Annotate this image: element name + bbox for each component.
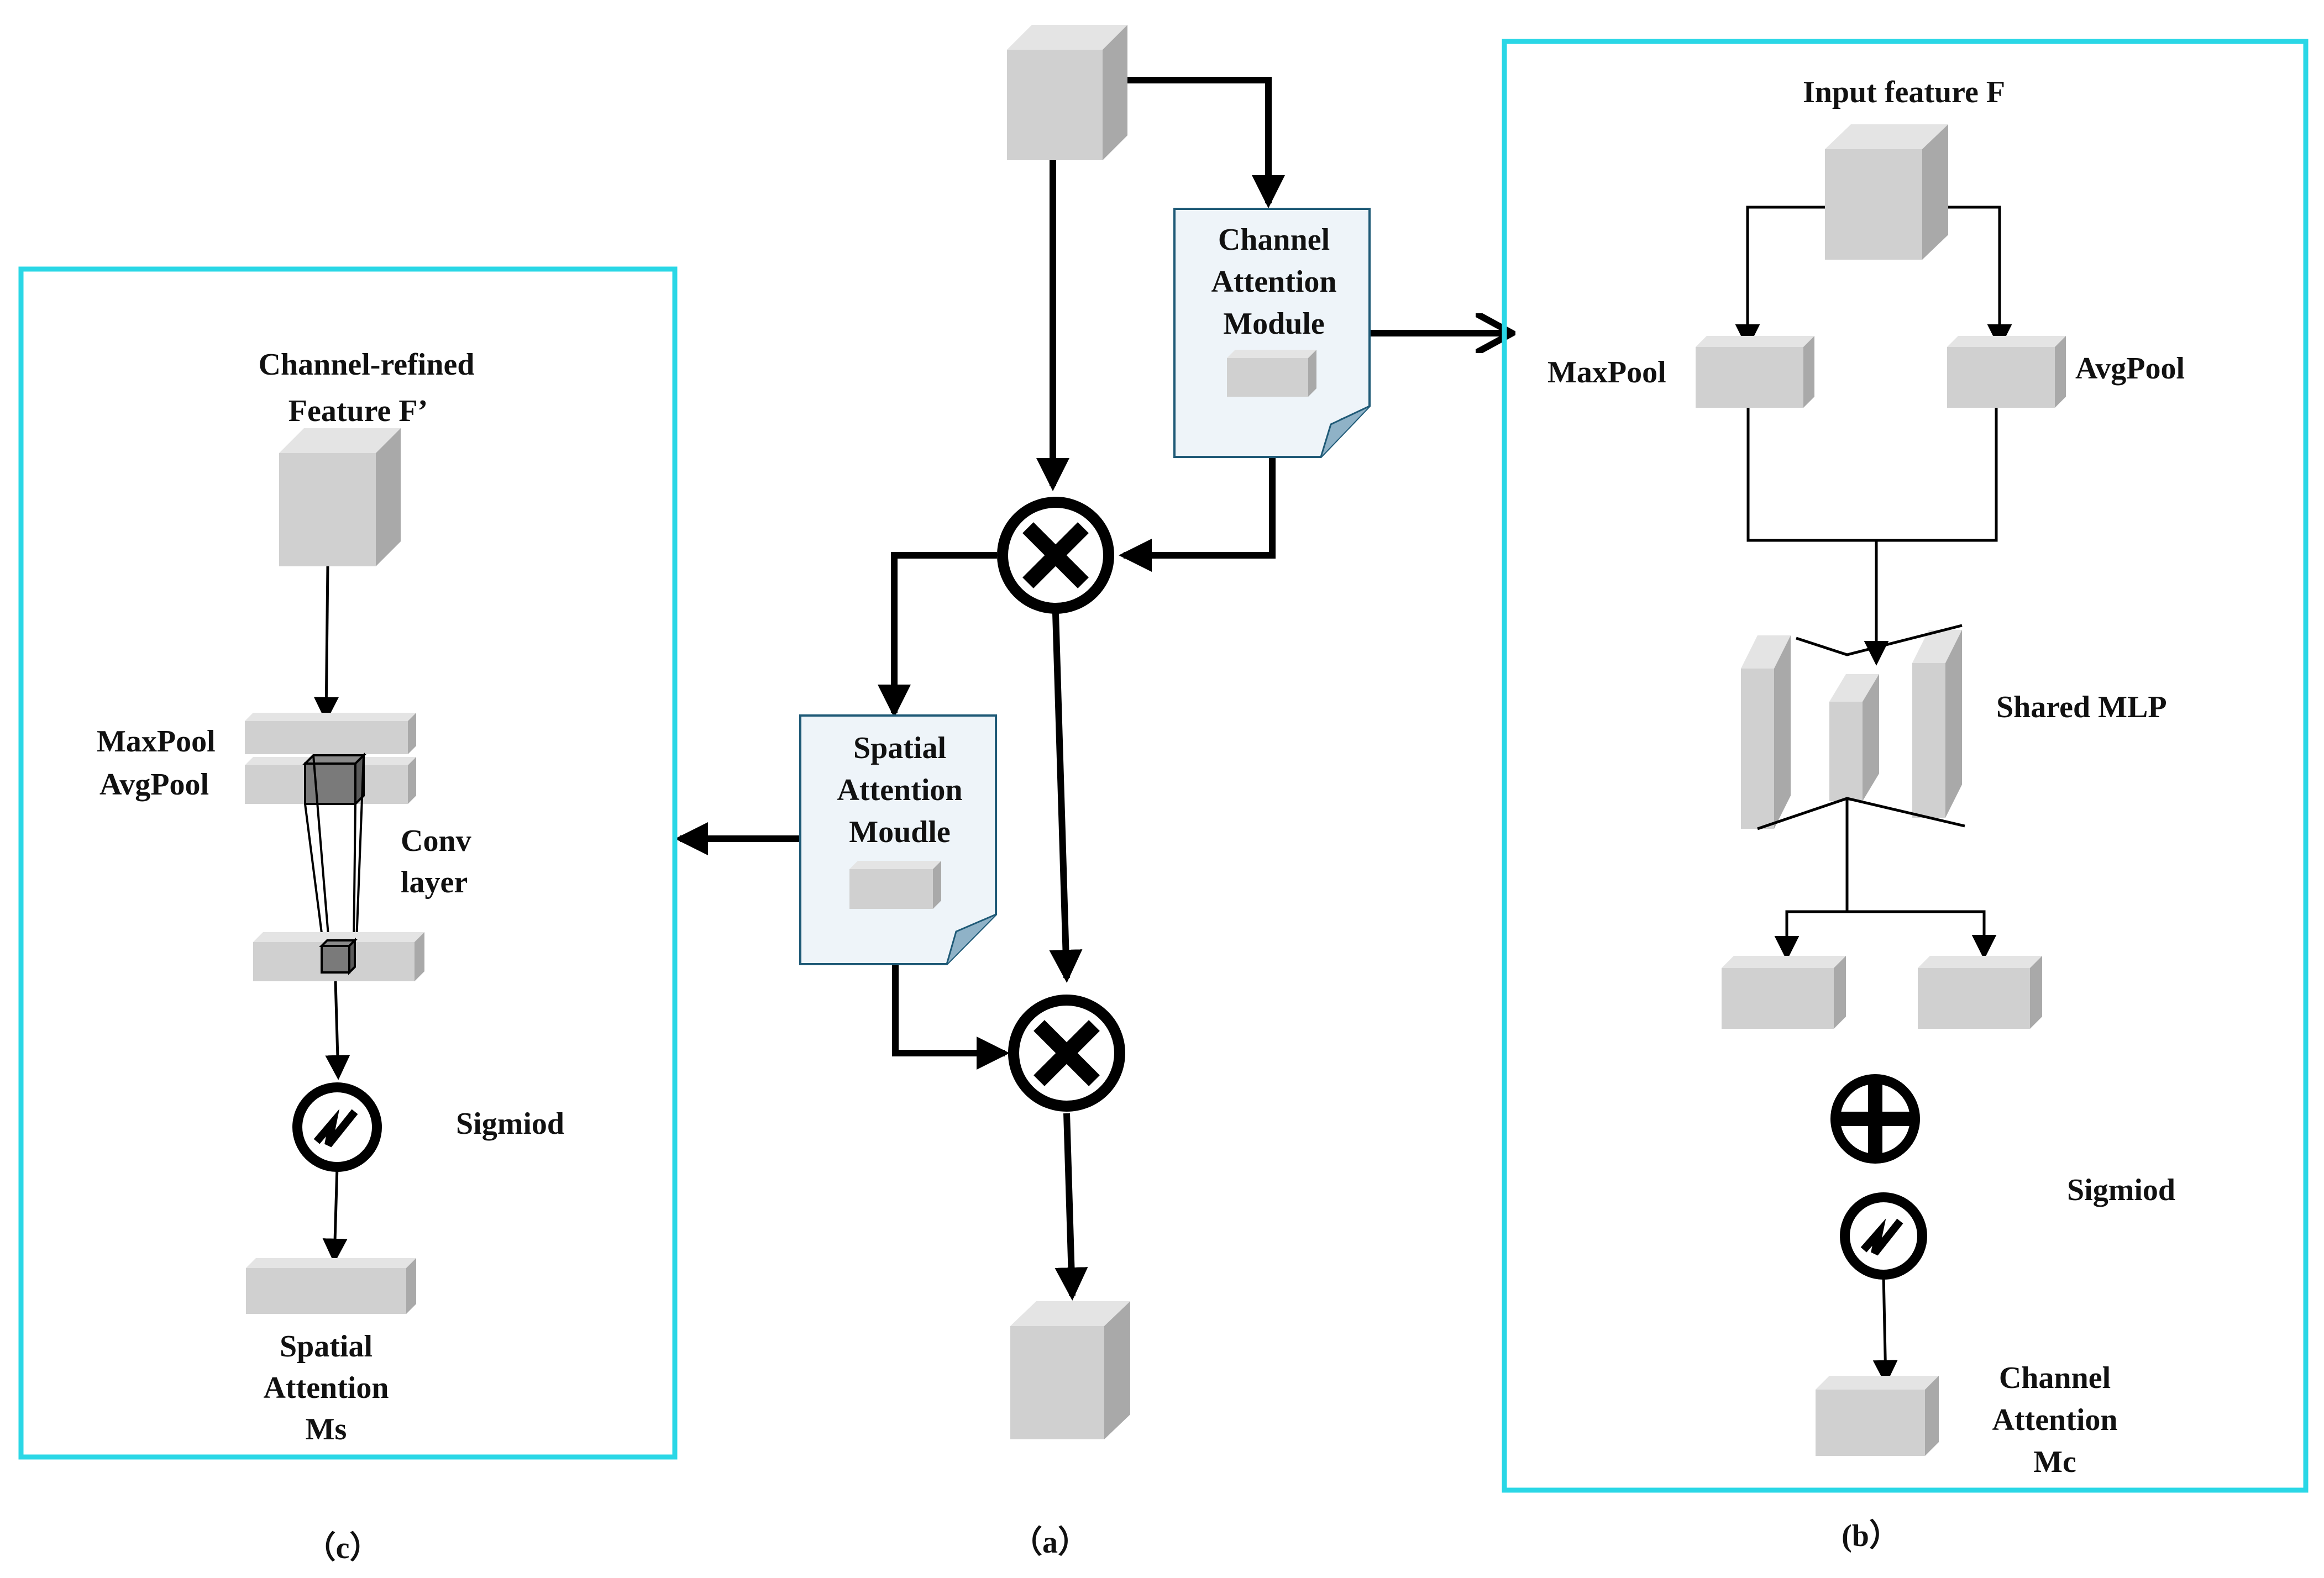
arrow-to-spatial-attention — [322, 1166, 348, 1264]
avgpool-label: AvgPool — [2075, 351, 2185, 386]
input-feature-label: Input feature F — [1803, 75, 2005, 109]
shared-mlp-label: Shared MLP — [1996, 690, 2167, 724]
arrow-to-maxpool — [1735, 206, 1825, 349]
mlp-split-line — [1785, 910, 1986, 959]
maxpool-label-c: MaxPool — [97, 724, 216, 759]
panel-a: Channel Attention Module Spatial Attenti… — [675, 25, 1509, 1560]
refined-feature-block — [279, 428, 401, 566]
channel-attention-line-1: Channel — [1999, 1361, 2111, 1395]
panel-b: Input feature F MaxPool AvgPool — [1502, 39, 2309, 1553]
arrow-multiply-to-multiply — [1049, 613, 1083, 983]
arrow-input-to-channel-module — [1127, 77, 1285, 208]
maxpool-block — [1696, 336, 1814, 408]
channel-module-line-1: Channel — [1218, 223, 1330, 257]
conv-layer-line-2: layer — [401, 865, 468, 900]
mlp-output-right-block — [1918, 956, 2042, 1029]
spatial-module-feature-block — [849, 861, 941, 909]
arrow-to-avgpool — [1948, 206, 2012, 349]
sigmoid-label-c: Sigmiod — [456, 1107, 564, 1141]
mlp-output-left-block — [1722, 956, 1846, 1029]
arrow-multiply-to-output — [1055, 1113, 1088, 1301]
arrow-to-pool-layers — [313, 566, 339, 722]
panel-c-frame — [18, 266, 678, 1460]
panel-b-frame — [1502, 39, 2309, 1493]
sigmoid-icon — [1840, 1192, 1927, 1280]
spatial-module-line-1: Spatial — [853, 731, 946, 765]
conv-layer-line-1: Conv — [401, 824, 471, 858]
arrow-multiply-to-spatial-module — [878, 552, 997, 718]
refined-feature-line-1: Channel-refined — [259, 348, 475, 382]
output-feature-block — [1010, 1301, 1130, 1439]
panel-b-input-block — [1825, 124, 1948, 260]
conv-output-block — [253, 932, 424, 981]
channel-attention-line-3: Mc — [2033, 1445, 2076, 1479]
arrow-spatial-to-multiply — [892, 964, 1010, 1070]
spatial-module-line-2: Attention — [837, 773, 962, 807]
arrow-channel-to-multiply — [1119, 457, 1276, 572]
input-feature-block — [1007, 25, 1127, 160]
caption-b: (b） — [1842, 1518, 1900, 1553]
spatial-module-line-3: Moudle — [849, 815, 951, 849]
spatial-attention-line-3: Ms — [306, 1412, 347, 1446]
pool-merge-line — [1746, 408, 1998, 542]
channel-attention-output-block — [1816, 1376, 1939, 1456]
spatial-attention-line-2: Attention — [263, 1371, 389, 1405]
multiply-circle-icon — [1008, 995, 1125, 1112]
document-icon — [1173, 208, 1371, 458]
caption-a: （a） — [1011, 1525, 1089, 1560]
caption-c: （c） — [305, 1530, 381, 1565]
spatial-attention-module: Spatial Attention Moudle — [799, 714, 997, 965]
arrow-to-channel-attention — [1872, 1274, 1898, 1385]
multiply-circle-icon — [997, 497, 1114, 614]
refined-feature-line-2: Feature F’ — [288, 394, 428, 428]
avgpool-label-c: AvgPool — [99, 767, 209, 802]
conv-kernel — [302, 753, 366, 946]
channel-module-line-3: Module — [1223, 307, 1325, 341]
arrow-to-sigmoid-c — [325, 981, 350, 1080]
spatial-attention-output-block — [246, 1258, 416, 1314]
channel-module-feature-block — [1227, 350, 1316, 397]
avgpool-block — [1947, 336, 2066, 408]
document-icon — [799, 714, 997, 965]
maxpool-label: MaxPool — [1547, 355, 1666, 390]
channel-module-line-2: Attention — [1211, 265, 1336, 299]
panel-c: Channel-refined Feature F’ MaxPool AvgPo… — [18, 266, 678, 1565]
channel-attention-line-2: Attention — [1992, 1403, 2117, 1437]
spatial-attention-line-1: Spatial — [280, 1329, 373, 1364]
channel-attention-module: Channel Attention Module — [1173, 208, 1371, 458]
shared-mlp-block — [1741, 624, 1965, 830]
sigmoid-icon — [292, 1082, 382, 1172]
sigmoid-label-b: Sigmiod — [2067, 1173, 2175, 1207]
plus-circle-icon — [1830, 1074, 1920, 1164]
